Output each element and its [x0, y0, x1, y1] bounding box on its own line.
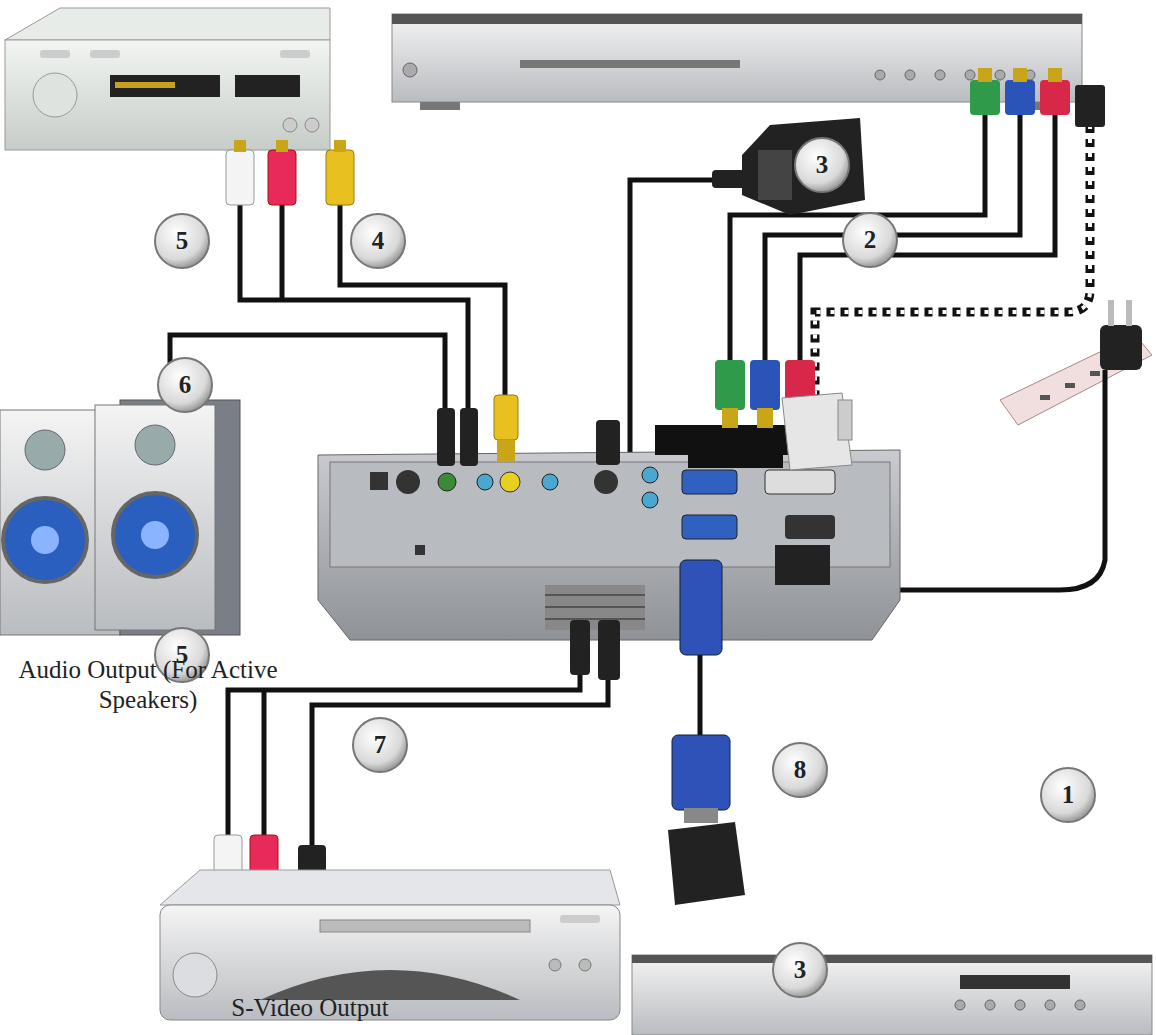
- device-caption: S-Video Output: [160, 993, 460, 1023]
- rca-plugs-top-left: [226, 140, 354, 205]
- device-caption: Audio Output (For Active Speakers): [0, 655, 298, 715]
- dvd-player-bottom: [160, 870, 620, 1020]
- component-plugs-top-right: [970, 68, 1105, 127]
- speakers: [0, 400, 240, 635]
- callout-number: 3: [795, 150, 849, 180]
- callout-number: 2: [843, 225, 897, 255]
- receiver-bottom: [632, 955, 1152, 1035]
- callout-number: 7: [353, 730, 407, 760]
- callout-circles: [155, 138, 1095, 997]
- connectors-bottom: [214, 560, 745, 905]
- power-plug: [1100, 300, 1142, 370]
- cables: [170, 110, 1105, 870]
- dvd-player-top: [5, 8, 330, 150]
- callout-number: 6: [158, 370, 212, 400]
- connectors-top: [437, 360, 852, 470]
- callout-number: 1: [1041, 780, 1095, 810]
- scart-adapter-top: [712, 118, 865, 215]
- callout-number: 4: [351, 226, 405, 256]
- callout-number: 3: [773, 955, 827, 985]
- callout-number: 5: [155, 226, 209, 256]
- projector: [318, 450, 900, 640]
- callout-number: 8: [773, 755, 827, 785]
